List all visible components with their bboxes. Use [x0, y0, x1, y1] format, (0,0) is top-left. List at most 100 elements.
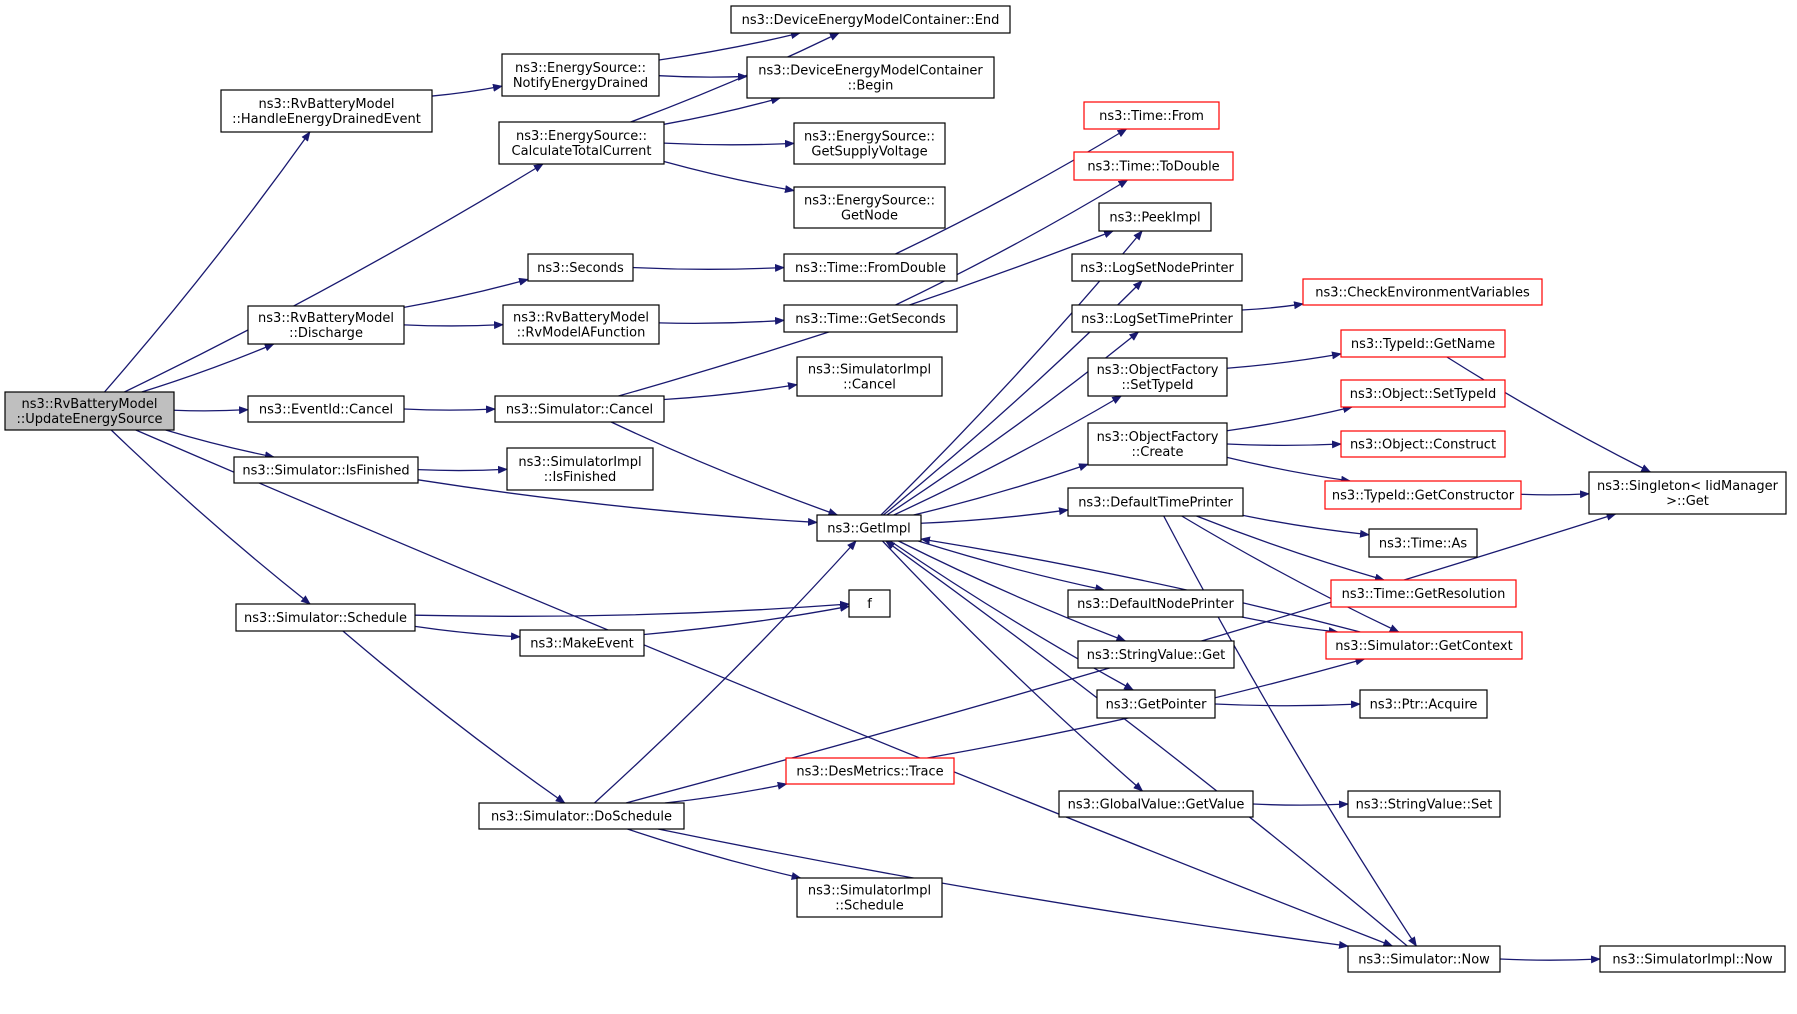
node-typeid_getname[interactable]: ns3::TypeId::GetName — [1340, 329, 1506, 358]
node-doschedule[interactable]: ns3::Simulator::DoSchedule — [478, 802, 685, 830]
node-getimpl[interactable]: ns3::GetImpl — [816, 514, 922, 542]
node-time_from[interactable]: ns3::Time::From — [1083, 101, 1220, 130]
edge-eventid_cancel-to-sim_cancel — [403, 405, 496, 414]
node-ptr_acquire[interactable]: ns3::Ptr::Acquire — [1359, 689, 1488, 719]
node-create[interactable]: ns3::ObjectFactory::Create — [1087, 422, 1228, 466]
node-makeevent[interactable]: ns3::MakeEvent — [519, 629, 645, 657]
node-notify[interactable]: ns3::EnergySource::NotifyEnergyDrained — [501, 53, 660, 97]
node-construct[interactable]: ns3::Object::Construct — [1340, 430, 1506, 458]
node-label-construct-0: ns3::Object::Construct — [1350, 438, 1496, 453]
node-seconds[interactable]: ns3::Seconds — [527, 253, 634, 282]
node-supply[interactable]: ns3::EnergySource::GetSupplyVoltage — [793, 122, 946, 165]
edge-root-to-handle — [104, 131, 311, 393]
edge-fromdouble-to-time_from — [895, 128, 1128, 255]
node-stringvalue_get[interactable]: ns3::StringValue::Get — [1077, 640, 1235, 669]
edge-calc-to-dem_end — [630, 32, 840, 123]
node-simimpl_cancel[interactable]: ns3::SimulatorImpl::Cancel — [796, 356, 943, 397]
node-label-getcontext-0: ns3::Simulator::GetContext — [1335, 639, 1512, 654]
node-f[interactable]: f — [848, 589, 891, 618]
node-sim_now[interactable]: ns3::Simulator::Now — [1347, 945, 1501, 973]
node-sim_cancel[interactable]: ns3::Simulator::Cancel — [494, 395, 665, 423]
node-box-simimpl_schedule — [796, 877, 943, 918]
node-label-simimpl_isfinished-1: ::IsFinished — [544, 470, 617, 485]
edge-schedule-to-f — [414, 600, 850, 617]
node-box-getpointer — [1096, 689, 1216, 719]
node-getnode[interactable]: ns3::EnergySource::GetNode — [793, 186, 946, 229]
node-label-ptr_acquire-0: ns3::Ptr::Acquire — [1370, 698, 1478, 713]
node-calc[interactable]: ns3::EnergySource::CalculateTotalCurrent — [498, 121, 665, 165]
node-root[interactable]: ns3::RvBatteryModel::UpdateEnergySource — [4, 391, 175, 431]
node-checkenv[interactable]: ns3::CheckEnvironmentVariables — [1302, 278, 1543, 306]
node-label-isfinished-0: ns3::Simulator::IsFinished — [242, 464, 409, 479]
node-time_as[interactable]: ns3::Time::As — [1368, 528, 1478, 558]
edge-defaulttime-to-getcontext — [1181, 515, 1400, 633]
node-simimpl_isfinished[interactable]: ns3::SimulatorImpl::IsFinished — [506, 447, 654, 491]
node-singleton[interactable]: ns3::Singleton< IidManager >::Get — [1588, 471, 1787, 515]
node-schedule[interactable]: ns3::Simulator::Schedule — [235, 603, 416, 632]
node-box-getimpl — [816, 514, 922, 542]
node-box-settypeid — [1087, 357, 1228, 397]
edge-doschedule-to-sim_now — [657, 828, 1349, 949]
node-getpointer[interactable]: ns3::GetPointer — [1096, 689, 1216, 719]
node-logsetnode[interactable]: ns3::LogSetNodePrinter — [1071, 253, 1243, 282]
node-box-notify — [501, 53, 660, 97]
node-box-root — [4, 391, 175, 431]
node-rvmodel[interactable]: ns3::RvBatteryModel::RvModelAFunction — [502, 304, 660, 345]
node-box-f — [848, 589, 891, 618]
edge-getimpl-to-stringvalue_get — [898, 540, 1127, 642]
node-box-makeevent — [519, 629, 645, 657]
node-box-sim_now — [1347, 945, 1501, 973]
node-eventid_cancel[interactable]: ns3::EventId::Cancel — [247, 395, 405, 423]
node-time_todouble[interactable]: ns3::Time::ToDouble — [1073, 151, 1234, 181]
edge-getimpl-to-logsettime — [886, 331, 1140, 516]
edge-settypeid-to-typeid_getname — [1226, 351, 1342, 369]
node-box-globalvalue — [1058, 790, 1254, 818]
node-dem_begin[interactable]: ns3::DeviceEnergyModelContainer::Begin — [746, 56, 995, 99]
node-fromdouble[interactable]: ns3::Time::FromDouble — [783, 253, 958, 282]
edge-notify-to-dem_end — [658, 31, 801, 61]
node-simimpl_schedule[interactable]: ns3::SimulatorImpl::Schedule — [796, 877, 943, 918]
node-getresolution[interactable]: ns3::Time::GetResolution — [1330, 579, 1517, 608]
edge-getimpl-to-settypeid — [893, 395, 1123, 516]
node-object_settypeid[interactable]: ns3::Object::SetTypeId — [1340, 379, 1506, 408]
node-label-stringvalue_set-0: ns3::StringValue::Set — [1356, 798, 1493, 813]
node-defaultnode[interactable]: ns3::DefaultNodePrinter — [1067, 589, 1244, 618]
node-label-globalvalue-0: ns3::GlobalValue::GetValue — [1068, 798, 1245, 813]
node-simimpl_now[interactable]: ns3::SimulatorImpl::Now — [1599, 945, 1786, 973]
node-label-fromdouble-0: ns3::Time::FromDouble — [795, 261, 946, 276]
node-desmetrics[interactable]: ns3::DesMetrics::Trace — [785, 757, 955, 785]
node-dem_end[interactable]: ns3::DeviceEnergyModelContainer::End — [730, 5, 1011, 34]
node-label-eventid_cancel-0: ns3::EventId::Cancel — [259, 403, 393, 418]
node-label-schedule-0: ns3::Simulator::Schedule — [244, 611, 407, 626]
node-getconstructor[interactable]: ns3::TypeId::GetConstructor — [1324, 480, 1522, 510]
node-box-time_todouble — [1073, 151, 1234, 181]
node-box-object_settypeid — [1340, 379, 1506, 408]
edge-doschedule-to-desmetrics — [664, 781, 788, 804]
node-label-defaulttime-0: ns3::DefaultTimePrinter — [1078, 496, 1233, 511]
node-getseconds[interactable]: ns3::Time::GetSeconds — [783, 304, 958, 333]
node-label-getconstructor-0: ns3::TypeId::GetConstructor — [1332, 489, 1515, 504]
edge-defaulttime-to-getresolution — [1196, 515, 1385, 582]
node-settypeid[interactable]: ns3::ObjectFactory::SetTypeId — [1087, 357, 1228, 397]
edge-getcontext-to-getimpl — [920, 536, 1361, 633]
node-box-seconds — [527, 253, 634, 282]
node-label-calc-1: CalculateTotalCurrent — [512, 144, 652, 159]
node-label-dem_end-0: ns3::DeviceEnergyModelContainer::End — [742, 13, 1000, 28]
node-handle[interactable]: ns3::RvBatteryModel::HandleEnergyDrained… — [220, 89, 433, 133]
node-globalvalue[interactable]: ns3::GlobalValue::GetValue — [1058, 790, 1254, 818]
edge-getseconds-to-time_todouble — [895, 179, 1129, 306]
edge-getimpl-to-globalvalue — [882, 540, 1144, 792]
node-stringvalue_set[interactable]: ns3::StringValue::Set — [1347, 790, 1501, 818]
node-getcontext[interactable]: ns3::Simulator::GetContext — [1325, 631, 1523, 660]
node-logsettime[interactable]: ns3::LogSetTimePrinter — [1071, 304, 1243, 333]
node-isfinished[interactable]: ns3::Simulator::IsFinished — [233, 456, 419, 484]
node-box-time_as — [1368, 528, 1478, 558]
node-label-getnode-1: GetNode — [841, 209, 898, 224]
node-discharge[interactable]: ns3::RvBatteryModel::Discharge — [247, 305, 405, 345]
node-defaulttime[interactable]: ns3::DefaultTimePrinter — [1067, 487, 1244, 517]
edge-root-to-schedule — [110, 429, 311, 605]
node-box-ptr_acquire — [1359, 689, 1488, 719]
node-box-calc — [498, 121, 665, 165]
node-peekimpl[interactable]: ns3::PeekImpl — [1098, 202, 1212, 232]
edge-schedule-to-makeevent — [414, 625, 521, 641]
